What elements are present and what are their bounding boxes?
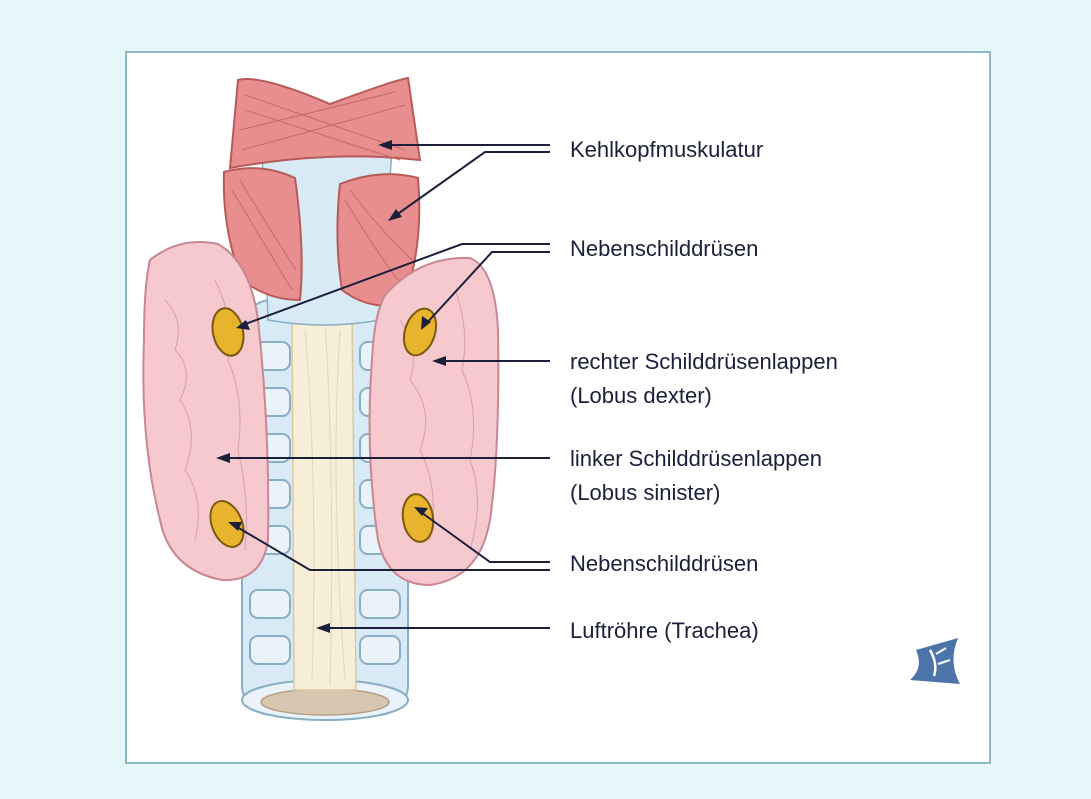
label-left-lobe-line1: linker Schilddrüsenlappen <box>570 443 822 475</box>
label-trachea: Luftröhre (Trachea) <box>570 615 759 647</box>
left-thyroid-lobe <box>143 242 268 580</box>
right-thyroid-lobe <box>370 258 499 585</box>
label-parathyroid-lower: Nebenschilddrüsen <box>570 548 758 580</box>
label-right-lobe-line2: (Lobus dexter) <box>570 380 712 412</box>
label-right-lobe-line1: rechter Schilddrüsenlappen <box>570 346 838 378</box>
label-parathyroid-upper: Nebenschilddrüsen <box>570 233 758 265</box>
logo-icon <box>910 638 960 684</box>
label-larynx-muscles: Kehlkopfmuskulatur <box>570 134 763 166</box>
label-left-lobe-line2: (Lobus sinister) <box>570 477 720 509</box>
